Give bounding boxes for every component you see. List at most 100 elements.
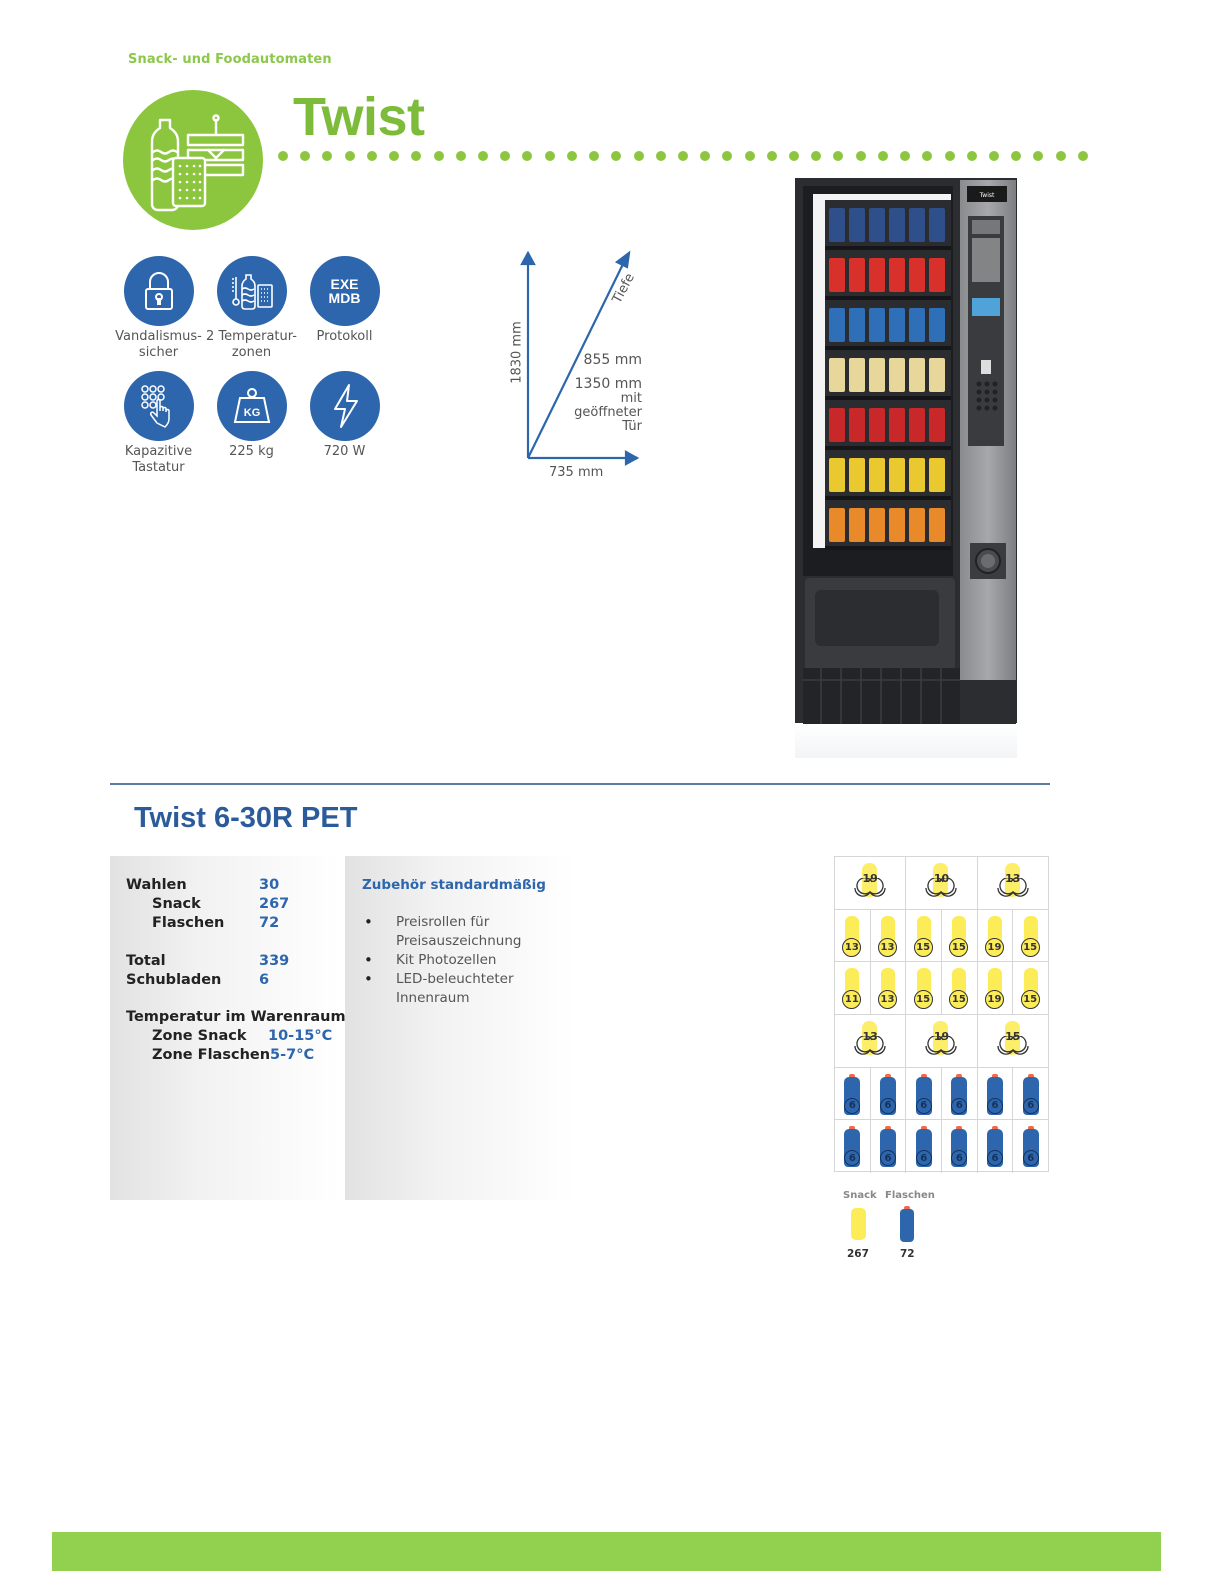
divider-dot: [900, 151, 911, 161]
spec-row-zone-flaschen: Zone Flaschen 5-7°C: [126, 1046, 346, 1065]
spec-row-zone-snack: Zone Snack 10-15°C: [126, 1027, 346, 1046]
tray-slot: 19: [978, 909, 1014, 962]
feature-vandal-proof: Vandalismus- sicher: [112, 256, 205, 363]
divider-dot: [477, 151, 488, 161]
slot-capacity: 19: [862, 872, 878, 885]
spec-value: 5-7°C: [270, 1047, 315, 1063]
slot-capacity: 6: [915, 1097, 932, 1114]
slot-capacity: 13: [862, 1030, 878, 1043]
slot-capacity: 6: [880, 1150, 896, 1167]
svg-text:KG: KG: [243, 407, 260, 419]
tray-slot: 6: [906, 1120, 943, 1173]
accessories-panel: [345, 856, 575, 1200]
exe-mdb-icon: EXE MDB: [309, 256, 380, 326]
tray-slot: 6: [835, 1067, 871, 1120]
single-spiral-icon: 15: [913, 968, 934, 1010]
slot-capacity: 6: [1022, 1097, 1039, 1114]
tray-slot: 11: [835, 962, 871, 1014]
divider-dot: [877, 151, 888, 161]
tray-slot: 19: [835, 857, 907, 909]
bottle-icon: 6: [951, 1126, 968, 1170]
divider-dot: [344, 151, 355, 161]
accessory-item: LED-beleuchteter Innenraum: [362, 970, 562, 1008]
divider-dot: [922, 151, 933, 161]
height-label: 1830 mm: [509, 321, 525, 384]
model-title: Twist 6-30R PET: [134, 802, 358, 834]
slot-capacity: 6: [987, 1150, 1004, 1167]
feature-label: Kapazitive Tastatur: [124, 444, 193, 475]
single-spiral-icon: 13: [878, 968, 898, 1010]
divider-dot: [566, 151, 577, 161]
feature-grid: Vandalismus- sicher 2 Temperatur- zonen …: [112, 256, 392, 478]
bottle-icon: 6: [987, 1073, 1004, 1118]
bottle-icon: 6: [844, 1073, 861, 1118]
tray-slot: 19: [978, 962, 1014, 1014]
bottle-icon: 6: [880, 1126, 896, 1170]
divider-dot: [855, 151, 866, 161]
bottle-icon: 6: [880, 1073, 896, 1118]
depth-open-note: mit: [620, 391, 642, 406]
depth-open-note: geöffneter: [574, 405, 642, 420]
tray-slot: 10: [906, 857, 978, 909]
spec-key: Zone Snack: [152, 1028, 247, 1044]
tray-row: 13 19 15: [835, 1015, 1048, 1068]
feature-weight: KG 225 kg: [205, 371, 298, 478]
divider-dot: [611, 151, 622, 161]
divider-dot: [633, 151, 644, 161]
tray-slot: 15: [942, 909, 978, 962]
width-label: 735 mm: [549, 465, 604, 480]
slot-capacity: 6: [1022, 1150, 1039, 1167]
tray-slot: 6: [835, 1120, 871, 1173]
slot-capacity: 19: [985, 990, 1005, 1010]
bottle-icon: 6: [951, 1073, 968, 1118]
slot-capacity: 15: [949, 937, 969, 957]
slot-capacity: 13: [842, 937, 862, 957]
single-spiral-icon: 15: [1020, 968, 1041, 1010]
divider-dot: [722, 151, 733, 161]
legend-snack-count: 267: [847, 1248, 869, 1260]
depth-open-value: 1350 mm: [574, 376, 642, 392]
bottle-icon: 6: [987, 1126, 1004, 1170]
feature-label: 720 W: [323, 444, 366, 459]
spec-row-snack: Snack 267: [126, 895, 346, 914]
section-divider: [110, 783, 1050, 785]
slot-capacity: 6: [915, 1150, 932, 1167]
legend-bottle-count: 72: [900, 1248, 915, 1260]
spec-key: Temperatur im Warenraum: [126, 1009, 346, 1025]
tray-slot: 6: [871, 1120, 907, 1173]
tray-slot: 6: [1013, 1068, 1048, 1120]
spec-value: 10-15°C: [268, 1028, 333, 1044]
divider-dot: [366, 151, 377, 161]
spec-value: 339: [259, 953, 290, 969]
feature-label: 225 kg: [229, 444, 274, 459]
slot-capacity: 15: [949, 990, 969, 1010]
divider-dot: [1033, 151, 1044, 161]
tray-slot: 13: [835, 909, 871, 962]
tray-slot: 6: [1013, 1120, 1048, 1173]
spec-row-total: Total 339: [126, 952, 346, 971]
dimensions-diagram: 1830 mm Tiefe 855 mm 1350 mm mit geöffne…: [505, 250, 665, 490]
double-spiral-icon: 19: [923, 1021, 959, 1063]
spec-row-schubladen: Schubladen 6: [126, 971, 346, 990]
single-spiral-icon: 15: [949, 968, 969, 1010]
feature-label: Vandalismus- sicher: [115, 329, 202, 360]
accessory-item: Kit Photozellen: [362, 951, 562, 970]
spec-key: Snack: [152, 896, 201, 912]
divider-dot: [500, 151, 511, 161]
tray-slot: 6: [942, 1067, 978, 1120]
single-spiral-icon: 15: [949, 915, 969, 958]
specs-table: Wahlen 30 Snack 267 Flaschen 72 Total 33…: [126, 876, 346, 1065]
temperature-bottle-icon: [216, 256, 287, 326]
double-spiral-icon: 13: [995, 863, 1031, 905]
spec-key: Schubladen: [126, 972, 222, 988]
slot-capacity: 15: [913, 937, 933, 957]
divider-dot: [744, 151, 755, 161]
tray-slot: 15: [978, 1015, 1048, 1067]
tray-slot: 15: [906, 909, 943, 962]
tray-slot: 6: [906, 1067, 943, 1120]
tray-slot: 15: [1013, 962, 1048, 1014]
spec-key: Flaschen: [152, 915, 225, 931]
